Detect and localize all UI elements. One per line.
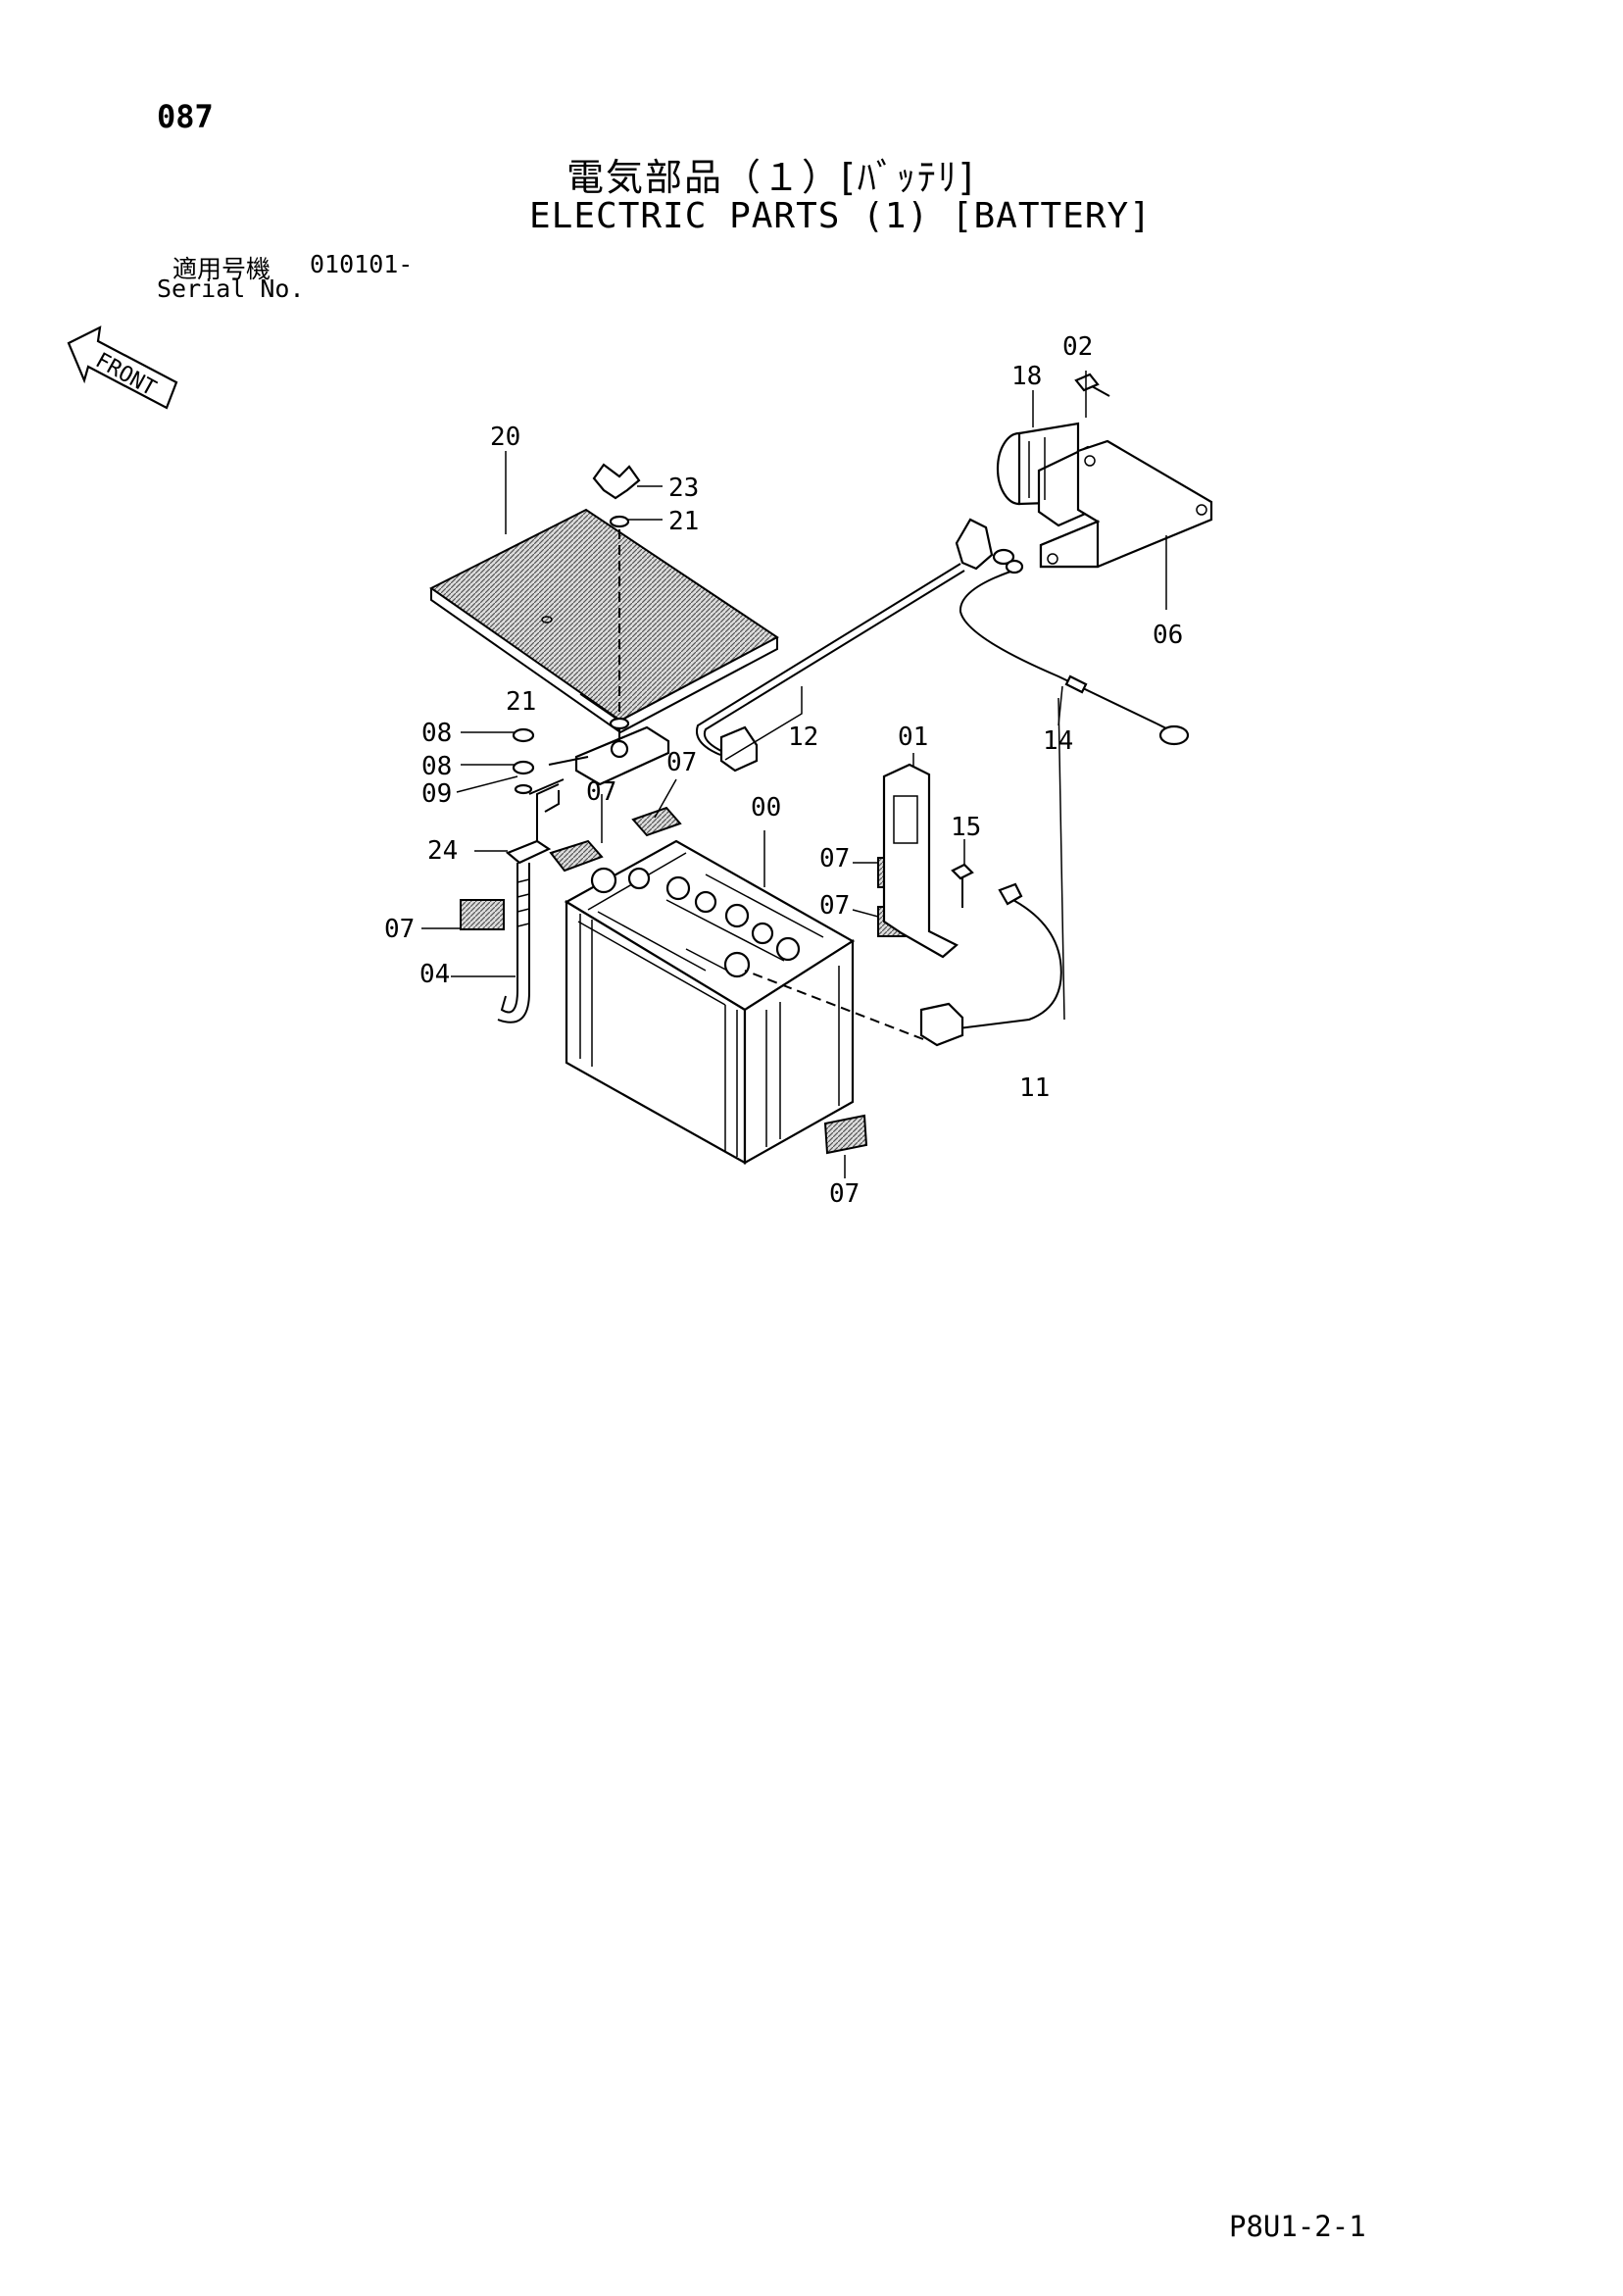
relay-bracket bbox=[1039, 439, 1213, 569]
leader-lines bbox=[421, 371, 1167, 1178]
callout-23: 23 bbox=[668, 474, 699, 503]
rubber-pad bbox=[460, 899, 505, 930]
battery-unit bbox=[564, 839, 856, 1165]
rubber-pad bbox=[549, 839, 604, 873]
serial-label-japanese: 適用号機 bbox=[172, 255, 271, 283]
washer-part bbox=[609, 717, 630, 730]
page-title-english: ELECTRIC PARTS (1) [BATTERY] bbox=[529, 196, 1152, 236]
page-title-japanese: 電気部品（１）[ﾊﾞｯﾃﾘ] bbox=[566, 156, 975, 199]
callout-numbers: 00 01 02 04 06 07 07 07 07 07 07 07 08 0… bbox=[384, 332, 1183, 1209]
rubber-pad bbox=[631, 806, 682, 837]
callout-15: 15 bbox=[951, 813, 981, 842]
callout-21: 21 bbox=[506, 687, 536, 717]
callout-07: 07 bbox=[666, 748, 697, 777]
callout-07: 07 bbox=[586, 777, 616, 807]
callout-04: 04 bbox=[419, 960, 450, 989]
ground-cable-14 bbox=[959, 559, 1190, 746]
wing-nut-part bbox=[592, 463, 641, 528]
callout-12: 12 bbox=[788, 723, 818, 752]
hex-bolt-part bbox=[1074, 373, 1110, 397]
callout-09: 09 bbox=[421, 779, 452, 809]
callout-18: 18 bbox=[1011, 362, 1042, 391]
callout-14: 14 bbox=[1043, 726, 1073, 756]
battery-hold-bracket bbox=[528, 725, 670, 795]
battery-cable-12 bbox=[696, 518, 1015, 773]
clamp-plate bbox=[505, 783, 560, 865]
callout-08: 08 bbox=[421, 752, 452, 781]
page-number: 087 bbox=[157, 98, 214, 135]
callout-07: 07 bbox=[384, 915, 415, 944]
callout-21: 21 bbox=[668, 507, 699, 536]
callout-07: 07 bbox=[819, 844, 850, 873]
callout-20: 20 bbox=[490, 423, 520, 452]
serial-label-english: Serial No. bbox=[157, 275, 305, 303]
callout-24: 24 bbox=[427, 836, 458, 866]
battery-cable-11 bbox=[744, 882, 1062, 1047]
page-code: P8U1-2-1 bbox=[1229, 2210, 1366, 2243]
serial-number-value: 010101- bbox=[310, 250, 414, 278]
rubber-pad bbox=[823, 1114, 868, 1155]
callout-07: 07 bbox=[819, 891, 850, 921]
front-arrow-icon: FRONT bbox=[67, 325, 178, 410]
j-bolt-rod bbox=[497, 863, 530, 1023]
callout-00: 00 bbox=[751, 793, 781, 823]
callout-06: 06 bbox=[1153, 621, 1183, 650]
callout-07: 07 bbox=[829, 1179, 860, 1209]
callout-08: 08 bbox=[421, 719, 452, 748]
nut-washer-stack bbox=[512, 727, 535, 795]
callout-11: 11 bbox=[1019, 1073, 1050, 1103]
screw-part bbox=[951, 863, 974, 908]
callout-02: 02 bbox=[1062, 332, 1093, 362]
battery-cover-mat bbox=[429, 508, 779, 734]
battery-side-bracket bbox=[882, 763, 959, 959]
callout-01: 01 bbox=[898, 723, 928, 752]
